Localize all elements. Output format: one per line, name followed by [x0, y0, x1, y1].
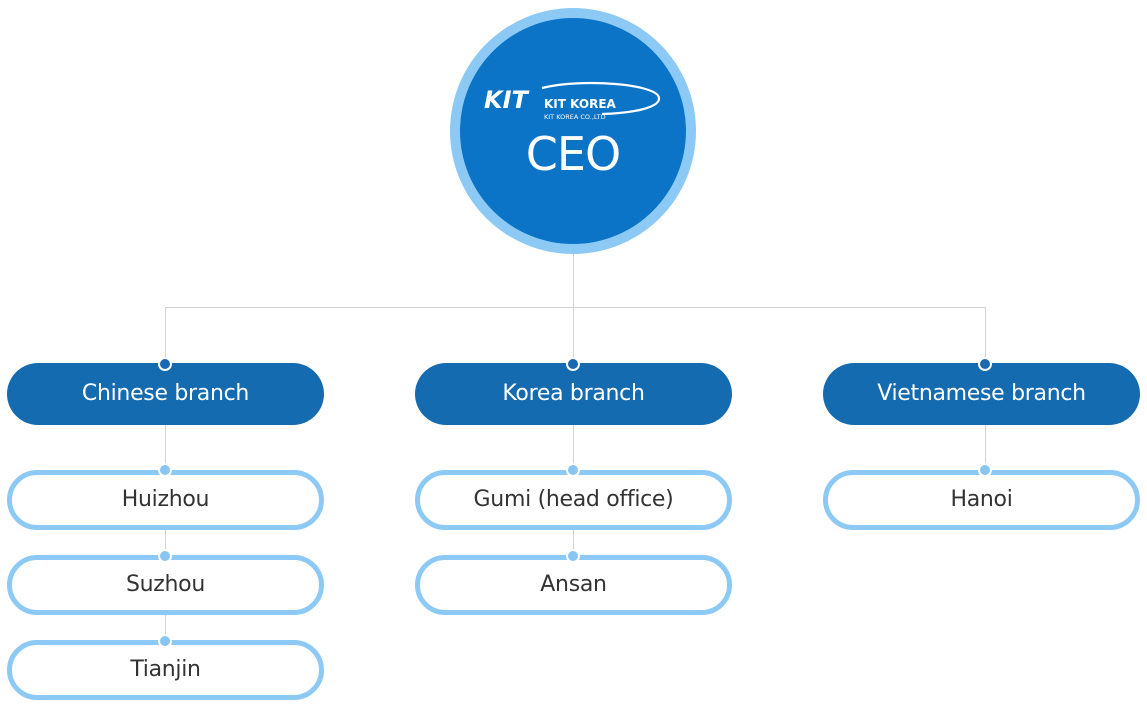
logo-mark: KIT: [484, 86, 530, 114]
korea-branch-drop-line: [573, 307, 574, 364]
suzhou-connector-dot: [158, 549, 172, 563]
chinese-branch-drop-line: [165, 307, 166, 364]
korea-branch-connector-dot: [566, 357, 580, 371]
vietnamese-branch-drop-line: [985, 307, 986, 364]
branch-korea: Korea branch: [415, 363, 732, 425]
logo-name: KIT KOREA: [544, 97, 617, 111]
branch-chinese: Chinese branch: [7, 363, 324, 425]
branch-vietnamese: Vietnamese branch: [823, 363, 1140, 425]
vietnamese-offices-line: [985, 425, 986, 471]
hanoi-connector-dot: [978, 463, 992, 477]
ceo-connector-line: [573, 252, 574, 308]
chinese-branch-connector-dot: [158, 357, 172, 371]
office-tianjin: Tianjin: [7, 640, 324, 700]
ceo-node: [460, 18, 686, 244]
office-gumi: Gumi (head office): [415, 470, 732, 530]
tianjin-connector-dot: [158, 634, 172, 648]
office-huizhou: Huizhou: [7, 470, 324, 530]
office-hanoi: Hanoi: [823, 470, 1140, 530]
office-ansan: Ansan: [415, 555, 732, 615]
kit-korea-logo: KIT KIT KOREA KIT KOREA CO.,LTD: [484, 81, 661, 121]
branch-horizontal-line: [165, 307, 986, 308]
gumi-connector-dot: [566, 463, 580, 477]
ceo-title: CEO: [525, 127, 621, 181]
logo-subtitle: KIT KOREA CO.,LTD: [544, 113, 606, 121]
ansan-connector-dot: [566, 549, 580, 563]
huizhou-connector-dot: [158, 463, 172, 477]
vietnamese-branch-connector-dot: [978, 357, 992, 371]
chinese-offices-line: [165, 425, 166, 642]
office-suzhou: Suzhou: [7, 555, 324, 615]
